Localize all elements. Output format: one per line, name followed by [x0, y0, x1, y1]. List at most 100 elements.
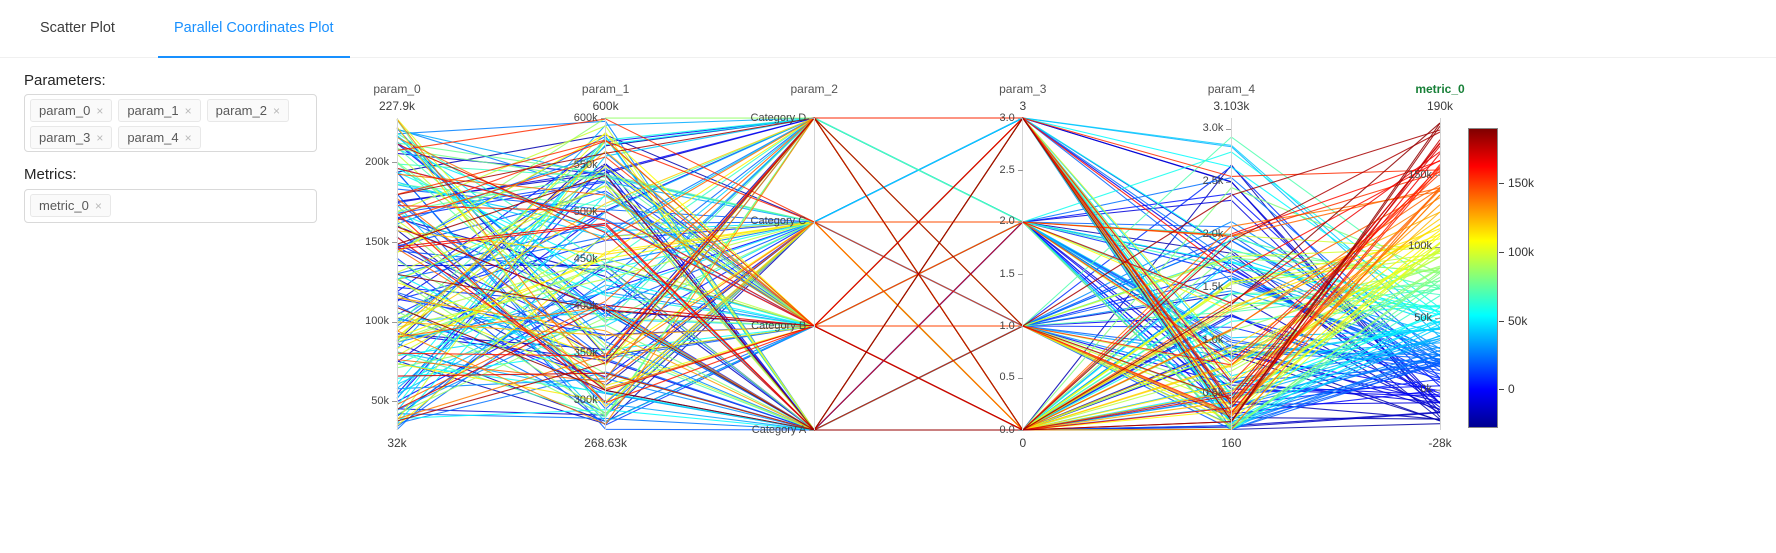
axis-param_4[interactable]: [1230, 118, 1232, 430]
axis-tick-label-param_0: 50k: [371, 394, 389, 407]
tab-scatter-plot[interactable]: Scatter Plot: [40, 20, 115, 36]
axis-tick-label-param_2: Category B: [751, 319, 807, 332]
axis-tick-mark-param_3: [1017, 377, 1023, 379]
colorbar-tick: [1499, 251, 1504, 253]
axis-tick-mark-param_1: [600, 118, 606, 119]
axis-tick-label-param_4: 2.0k: [1202, 228, 1224, 241]
axis-tick-label-param_1: 350k: [573, 346, 598, 359]
axis-name-param_3: param_3: [999, 82, 1047, 96]
axis-tick-label-param_3: 1.5: [999, 267, 1015, 280]
chip-remove-icon[interactable]: ×: [96, 130, 104, 145]
axis-min-param_4: 160: [1221, 436, 1242, 450]
axis-tick-mark-param_4: [1226, 234, 1232, 236]
axis-tick-label-param_3: 3.0: [999, 111, 1015, 124]
axis-name-param_4: param_4: [1207, 82, 1256, 96]
chip-label: param_0: [39, 103, 91, 118]
axis-tick-mark-param_2: [809, 118, 815, 119]
axis-tick-label-param_0: 150k: [365, 235, 389, 248]
parameters-select[interactable]: param_0 × param_1 × param_2 × param_3 × …: [24, 94, 317, 152]
axis-tick-mark-param_1: [600, 165, 606, 167]
param-chip[interactable]: param_3 ×: [30, 126, 113, 149]
axis-tick-label-param_3: 0.0: [999, 423, 1015, 436]
axis-tick-mark-param_3: [1017, 326, 1023, 327]
axis-tick-mark-metric_0: [1435, 175, 1440, 177]
param-chip[interactable]: param_1 ×: [118, 99, 201, 122]
axis-tick-mark-param_2: [809, 430, 815, 431]
axis-name-param_1: param_1: [581, 82, 630, 96]
axis-tick-mark-metric_0: [1435, 246, 1440, 248]
param-chip[interactable]: param_0 ×: [30, 99, 113, 122]
axis-param_3[interactable]: [1022, 118, 1024, 430]
axis-tick-label-param_4: 1.5k: [1202, 281, 1224, 294]
chip-label: metric_0: [39, 198, 89, 213]
metrics-label: Metrics:: [24, 166, 77, 183]
axis-metric_0[interactable]: [1439, 118, 1441, 430]
axis-tick-mark-param_0: [392, 401, 397, 403]
axis-tick-label-metric_0: 150k: [1408, 168, 1432, 181]
axis-tick-label-param_1: 400k: [573, 299, 598, 312]
axis-param_1[interactable]: [605, 118, 607, 430]
metric-chip[interactable]: metric_0 ×: [30, 194, 111, 217]
chip-remove-icon[interactable]: ×: [96, 103, 104, 118]
tab-parallel-coordinates-plot[interactable]: Parallel Coordinates Plot: [158, 0, 350, 58]
axis-tick-mark-param_0: [392, 162, 397, 164]
chip-label: param_4: [127, 130, 179, 145]
axis-tick-label-param_3: 0.5: [999, 371, 1015, 384]
axis-min-param_0: 32k: [387, 436, 407, 450]
chip-remove-icon[interactable]: ×: [184, 130, 192, 145]
axis-tick-mark-param_1: [600, 400, 606, 402]
axis-param_0[interactable]: [396, 118, 398, 430]
axis-max-param_1: 600k: [592, 99, 619, 113]
param-chip[interactable]: param_2 ×: [206, 99, 289, 122]
axis-tick-label-param_1: 600k: [573, 111, 598, 124]
tab-bar: Scatter Plot Parallel Coordinates Plot: [0, 0, 1776, 58]
axis-tick-label-param_3: 2.0: [999, 215, 1015, 228]
axis-tick-mark-param_0: [392, 242, 397, 244]
axis-tick-mark-param_4: [1226, 393, 1232, 395]
axis-tick-label-param_3: 1.0: [999, 319, 1015, 332]
axis-tick-mark-param_2: [809, 221, 815, 223]
chip-label: param_2: [215, 103, 267, 118]
colorbar: [1468, 128, 1498, 428]
chip-remove-icon[interactable]: ×: [184, 103, 192, 118]
axis-max-metric_0: 190k: [1426, 99, 1454, 113]
param-chip[interactable]: param_4 ×: [118, 126, 201, 149]
axis-name-metric_0: metric_0: [1415, 82, 1465, 96]
axis-min-metric_0: -28k: [1428, 436, 1452, 450]
axis-tick-mark-param_3: [1017, 274, 1023, 275]
axis-tick-label-param_0: 100k: [365, 315, 389, 328]
chip-remove-icon[interactable]: ×: [272, 103, 280, 118]
axis-tick-label-metric_0: 50k: [1414, 311, 1432, 324]
metrics-select[interactable]: metric_0 ×: [24, 189, 317, 223]
axis-tick-label-param_2: Category D: [750, 111, 807, 124]
axis-tick-mark-param_3: [1017, 170, 1023, 171]
axis-min-param_3: 0: [1019, 436, 1027, 450]
axis-param_2[interactable]: [813, 118, 815, 430]
axis-name-param_2: param_2: [790, 82, 838, 96]
pcp-lines-canvas[interactable]: [352, 82, 1592, 482]
axis-tick-mark-param_2: [809, 326, 815, 327]
axis-tick-label-param_1: 550k: [573, 158, 598, 171]
axis-tick-mark-metric_0: [1435, 318, 1440, 320]
axis-tick-mark-param_4: [1226, 287, 1232, 289]
chip-remove-icon[interactable]: ×: [94, 198, 102, 213]
axis-tick-label-param_4: 2.5k: [1202, 175, 1224, 188]
axis-tick-label-param_3: 2.5: [999, 163, 1015, 176]
axis-tick-label-param_4: 3.0k: [1202, 122, 1224, 135]
colorbar-label: 150k: [1508, 176, 1535, 191]
axis-tick-label-param_4: 1.0k: [1202, 334, 1224, 347]
axis-tick-label-param_2: Category A: [751, 423, 807, 436]
axis-tick-mark-param_1: [600, 306, 606, 308]
chip-label: param_3: [39, 130, 91, 145]
axis-tick-label-param_1: 450k: [573, 252, 598, 265]
axis-tick-label-param_4: 0.5k: [1202, 387, 1224, 400]
axis-tick-mark-param_0: [392, 321, 397, 323]
axis-name-param_0: param_0: [373, 82, 421, 96]
axis-tick-mark-param_3: [1017, 430, 1023, 431]
axis-max-param_0: 227.9k: [378, 99, 416, 113]
axis-tick-mark-param_1: [600, 353, 606, 355]
axis-max-param_3: 3: [1019, 99, 1027, 113]
axis-tick-label-metric_0: 100k: [1408, 240, 1432, 253]
colorbar-label: 0: [1508, 382, 1515, 397]
